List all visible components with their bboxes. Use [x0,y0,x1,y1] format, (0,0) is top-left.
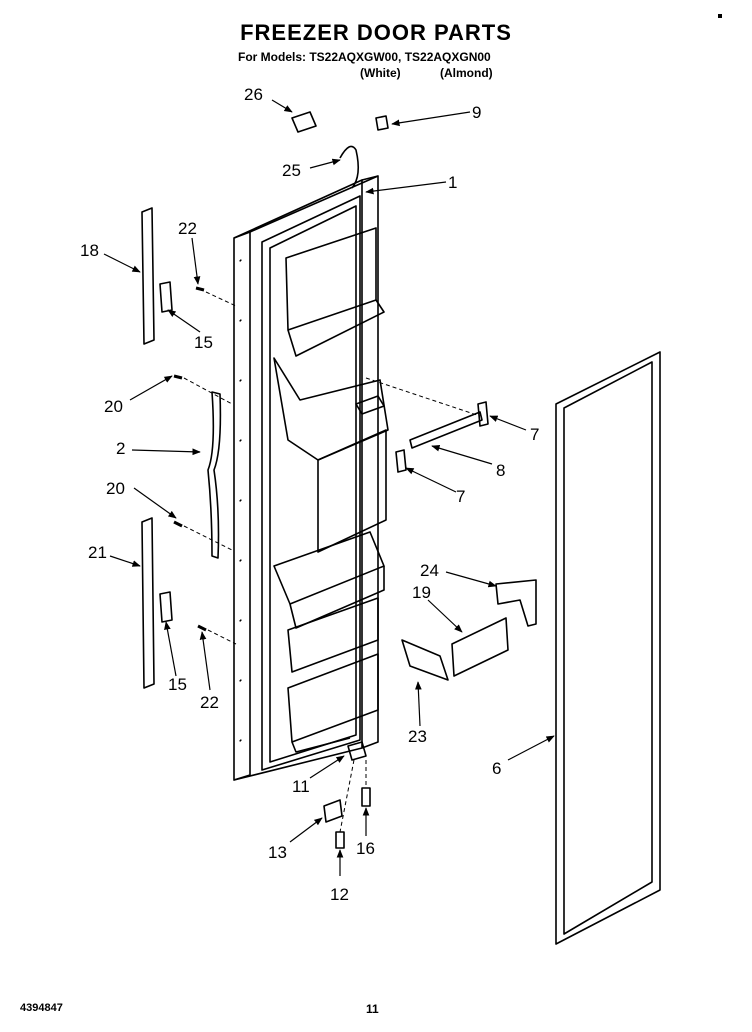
door-handle [207,391,222,559]
callout-22-lower: 22 [200,693,219,712]
shelf-clip-24 [495,579,537,627]
screw-9 [375,115,389,131]
callout-8: 8 [496,461,505,480]
bracket-rail [409,411,483,449]
callout-26: 26 [244,85,263,104]
screw-12 [335,831,345,849]
callout-2: 2 [116,439,125,458]
model-numbers: For Models: TS22AQXGW00, TS22AQXGN00 [238,50,491,64]
trim-strip-upper [141,207,155,345]
clip-lower [159,591,173,623]
callout-23: 23 [408,727,427,746]
callout-18: 18 [80,241,99,260]
shelf-clip-23 [401,639,449,681]
bracket-end-lower [395,449,407,473]
color-almond-label: (Almond) [440,66,493,80]
callout-22-upper: 22 [178,219,197,238]
bracket-end-upper [477,401,489,427]
callout-25: 25 [282,161,301,180]
door-gasket [555,351,661,945]
screws [173,286,207,632]
callout-21: 21 [88,543,107,562]
callout-labels: 26 9 25 1 22 18 15 20 2 20 21 15 22 7 8 … [80,85,539,904]
callout-7-lower: 7 [456,487,465,506]
callout-20-lower: 20 [106,479,125,498]
callout-1: 1 [448,173,457,192]
clip-upper [159,281,173,313]
door-panel [233,175,389,781]
screw-16 [361,787,371,807]
callout-11: 11 [292,777,310,796]
wire-harness-25 [339,145,360,189]
leader-lines [103,99,555,876]
callout-20-upper: 20 [104,397,123,416]
trim-strip-lower [141,517,155,689]
corner-mark [718,14,722,18]
callout-16: 16 [356,839,375,858]
callout-9: 9 [472,103,481,122]
callout-24: 24 [420,561,439,580]
hinge-13 [323,799,343,823]
alignment-lines [183,291,481,833]
color-white-label: (White) [360,66,401,80]
diagram-title: FREEZER DOOR PARTS [240,20,512,45]
callout-19: 19 [412,583,431,602]
callout-13: 13 [268,843,287,862]
connector-26 [291,111,317,133]
hinge-11 [347,741,367,761]
callout-12: 12 [330,885,349,904]
callout-7-upper: 7 [530,425,539,444]
page-number: 11 [366,1002,379,1016]
shelf-front-19 [451,617,509,677]
callout-6: 6 [492,759,501,778]
callout-15-upper: 15 [194,333,213,352]
document-number: 4394847 [20,1002,63,1014]
callout-15-lower: 15 [168,675,187,694]
